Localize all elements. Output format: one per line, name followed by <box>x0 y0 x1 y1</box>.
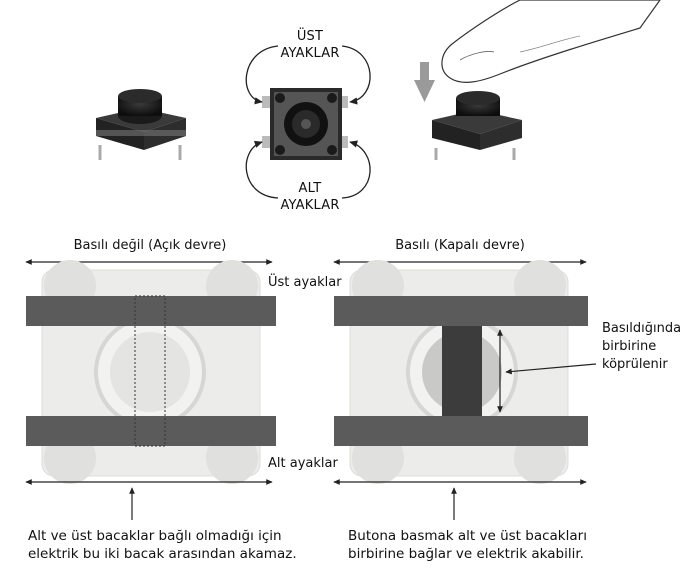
arrow-lower-right <box>341 140 371 199</box>
right-panel-title: Basılı (Kapalı devre) <box>395 238 525 253</box>
lower-legs-label: Alt ayaklar <box>268 456 338 471</box>
right-panel <box>333 259 597 520</box>
arrow-upper-right <box>341 45 371 105</box>
switch-top-view <box>262 88 348 160</box>
bridge-contact <box>442 326 482 416</box>
arrow-lower-left <box>245 140 279 199</box>
left-panel <box>25 259 276 520</box>
lower-leg-bar-right <box>334 416 588 446</box>
switch-photo-left <box>96 89 186 160</box>
switch-photo-right <box>432 91 522 160</box>
upper-legs-label: Üst ayaklar <box>268 275 342 290</box>
lower-leg-bar-left <box>26 416 276 446</box>
upper-leg-bar-left <box>26 296 276 326</box>
down-arrow-icon <box>414 62 435 102</box>
arrow-upper-left <box>245 45 279 105</box>
upper-leg-bar-right <box>334 296 588 326</box>
bridge-note-pointer <box>505 363 597 375</box>
finger-icon <box>441 0 661 83</box>
left-panel-title: Basılı değil (Açık devre) <box>73 238 227 253</box>
open-contact-outline <box>134 295 166 447</box>
